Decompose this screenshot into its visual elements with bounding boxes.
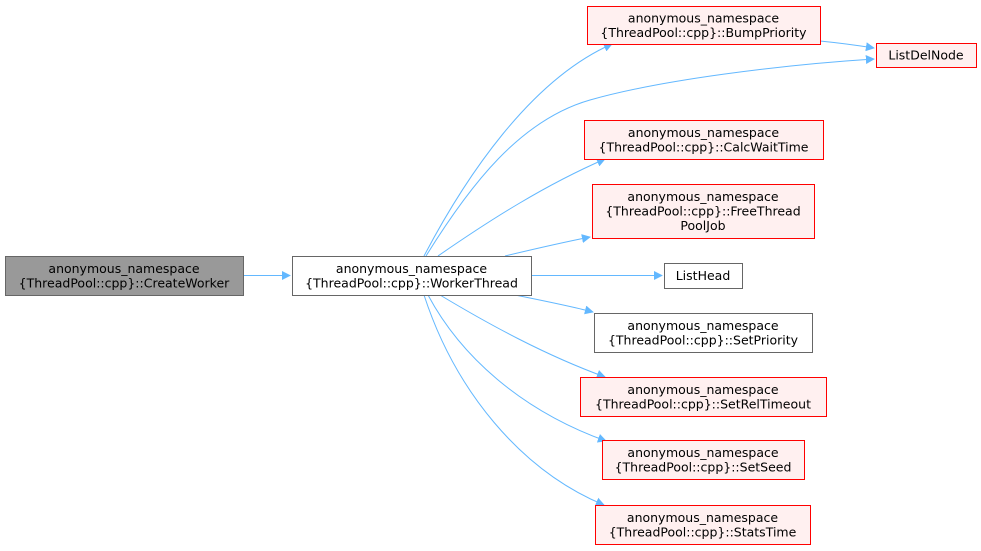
edge-worker-thread-to-set-rel-timeout <box>439 294 606 379</box>
node-label-line: ListHead <box>676 268 731 283</box>
nodes: anonymous_namespace{ThreadPool::cpp}::Cr… <box>5 6 977 545</box>
node-box <box>584 120 824 160</box>
node-label-line: anonymous_namespace <box>48 261 199 276</box>
node-stats-time[interactable]: anonymous_namespace{ThreadPool::cpp}::St… <box>595 505 811 545</box>
node-label-line: {ThreadPool::cpp}::CalcWaitTime <box>599 139 809 154</box>
node-label-line: anonymous_namespace <box>627 189 778 204</box>
node-label-line: {ThreadPool::cpp}::StatsTime <box>609 524 797 539</box>
node-worker-thread[interactable]: anonymous_namespace{ThreadPool::cpp}::Wo… <box>292 256 532 296</box>
node-set-seed[interactable]: anonymous_namespace{ThreadPool::cpp}::Se… <box>602 440 805 480</box>
node-box <box>664 263 743 289</box>
node-label-line: anonymous_namespace <box>627 318 778 333</box>
node-box <box>876 43 977 68</box>
node-box <box>5 256 244 296</box>
node-label-line: {ThreadPool::cpp}::FreeThread <box>605 204 800 219</box>
node-set-rel-timeout[interactable]: anonymous_namespace{ThreadPool::cpp}::Se… <box>580 377 827 417</box>
node-label-line: anonymous_namespace <box>628 10 779 25</box>
node-box <box>595 505 811 545</box>
node-label-line: anonymous_namespace <box>627 510 778 525</box>
edge-worker-thread-to-set-priority <box>514 294 594 315</box>
node-list-del-node[interactable]: ListDelNode <box>876 43 977 68</box>
edge-worker-thread-to-list-del-node <box>425 55 875 257</box>
node-label-line: anonymous_namespace <box>336 261 487 276</box>
edge-worker-thread-to-calc-wait-time <box>437 158 606 257</box>
node-label-line: {ThreadPool::cpp}::SetRelTimeout <box>595 396 811 411</box>
node-label-line: anonymous_namespace <box>627 445 778 460</box>
node-label-line: {ThreadPool::cpp}::WorkerThread <box>305 275 518 290</box>
node-box <box>592 184 815 239</box>
node-box <box>580 377 827 417</box>
node-box <box>602 440 805 480</box>
node-label-line: {ThreadPool::cpp}::BumpPriority <box>600 25 807 40</box>
node-label-line: anonymous_namespace <box>628 125 779 140</box>
node-box <box>594 313 813 353</box>
node-calc-wait-time[interactable]: anonymous_namespace{ThreadPool::cpp}::Ca… <box>584 120 824 160</box>
node-box <box>587 6 821 45</box>
node-create-worker[interactable]: anonymous_namespace{ThreadPool::cpp}::Cr… <box>5 256 244 296</box>
edge-worker-thread-to-bump-priority <box>423 43 613 257</box>
node-free-thread-pool-job[interactable]: anonymous_namespace{ThreadPool::cpp}::Fr… <box>592 184 815 239</box>
edge-worker-thread-to-free-thread-pool-job <box>504 234 591 257</box>
node-set-priority[interactable]: anonymous_namespace{ThreadPool::cpp}::Se… <box>594 313 813 353</box>
node-box <box>292 256 532 296</box>
node-label-line: {ThreadPool::cpp}::CreateWorker <box>19 275 230 290</box>
node-bump-priority[interactable]: anonymous_namespace{ThreadPool::cpp}::Bu… <box>587 6 821 45</box>
node-list-head[interactable]: ListHead <box>664 263 743 289</box>
node-label-line: anonymous_namespace <box>627 382 778 397</box>
node-label-line: PoolJob <box>680 218 725 233</box>
node-label-line: {ThreadPool::cpp}::SetSeed <box>615 459 792 474</box>
node-label-line: ListDelNode <box>888 48 964 63</box>
node-label-line: {ThreadPool::cpp}::SetPriority <box>608 332 799 347</box>
edge-worker-thread-to-set-seed <box>427 294 607 443</box>
edge-worker-thread-to-stats-time <box>423 294 605 507</box>
edge-bump-priority-to-list-del-node <box>819 40 875 52</box>
edges <box>243 40 875 507</box>
